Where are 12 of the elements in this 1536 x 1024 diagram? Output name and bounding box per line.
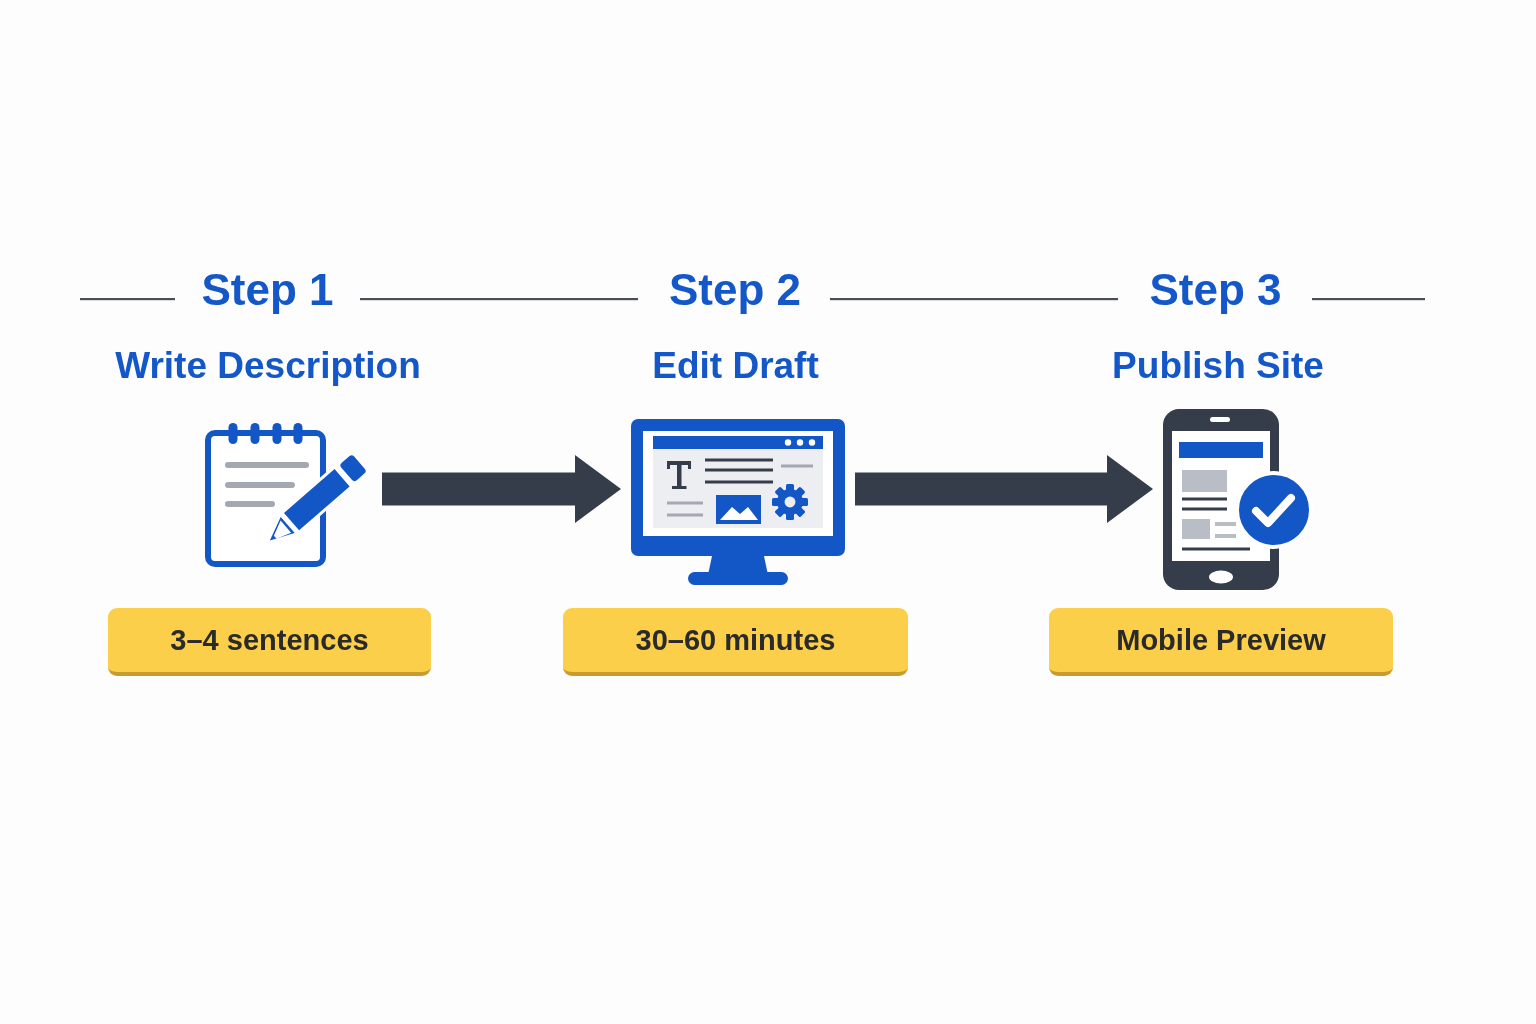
monitor-editor-icon — [629, 417, 847, 587]
step-heading: Step 2 — [669, 268, 801, 312]
step-title: Edit Draft — [652, 347, 819, 384]
arrow — [855, 455, 1153, 523]
info-tag: 3–4 sentences — [108, 608, 431, 676]
step-title: Publish Site — [1112, 347, 1324, 384]
info-tag: 30–60 minutes — [563, 608, 908, 676]
step-heading: Step 1 — [201, 268, 334, 312]
info-tag: Mobile Preview — [1049, 608, 1393, 676]
step-title: Write Description — [115, 347, 421, 384]
step-heading: Step 3 — [1149, 268, 1282, 312]
arrow — [382, 455, 621, 523]
